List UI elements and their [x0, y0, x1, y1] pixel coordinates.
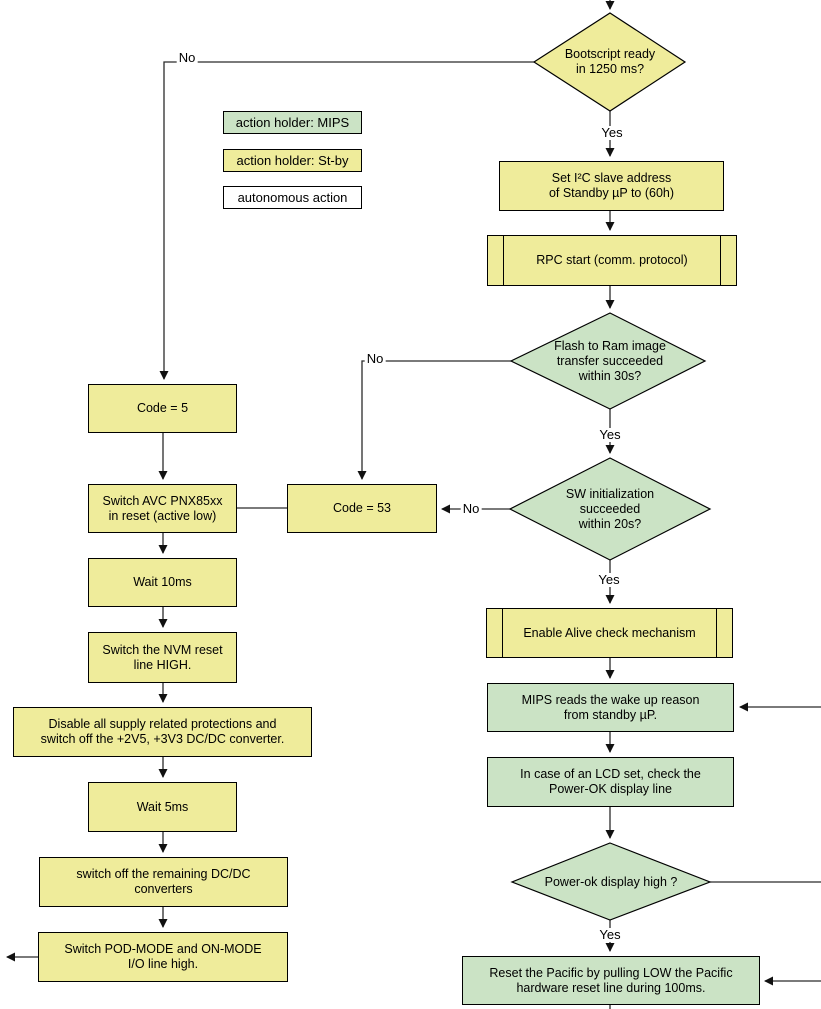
process-enable-alive-label: Enable Alive check mechanism	[523, 625, 696, 640]
edge-label-yes-flash: Yes	[597, 427, 623, 442]
process-code-5: Code = 5	[88, 384, 237, 433]
process-switch-off-dcdc: switch off the remaining DC/DC converter…	[39, 857, 288, 907]
process-nvm-reset-high: Switch the NVM reset line HIGH.	[88, 632, 237, 683]
process-disable-supply-protections: Disable all supply related protections a…	[13, 707, 312, 757]
decision-power-ok-display	[510, 842, 712, 921]
process-rpc-start: RPC start (comm. protocol)	[487, 235, 737, 286]
edge-label-no-bootscript: No	[176, 50, 198, 65]
connector-bootscript-no	[159, 61, 534, 380]
process-rpc-start-label: RPC start (comm. protocol)	[536, 253, 688, 267]
legend-autonomous-action: autonomous action	[223, 186, 362, 209]
edge-label-yes-bootscript: Yes	[599, 125, 625, 140]
decision-flash-to-ram	[509, 312, 707, 410]
connector-flash-no	[357, 360, 511, 480]
decision-swinit-label: SW initialization succeeded within 20s?	[565, 486, 655, 531]
edge-label-no-swinit: No	[460, 501, 482, 516]
decision-sw-initialization	[508, 457, 712, 561]
process-switch-avc-reset: Switch AVC PNX85xx in reset (active low)	[88, 484, 237, 533]
process-wait-5ms: Wait 5ms	[88, 782, 237, 832]
process-reset-pacific: Reset the Pacific by pulling LOW the Pac…	[462, 956, 760, 1005]
process-pod-mode-high: Switch POD-MODE and ON-MODE I/O line hig…	[38, 932, 288, 982]
decision-bootscript-label: Bootscript ready in 1250 ms?	[564, 47, 656, 76]
process-code-53: Code = 53	[287, 484, 437, 533]
process-mips-reads-wakeup: MIPS reads the wake up reason from stand…	[487, 683, 734, 732]
decision-powerok-label: Power-ok display high ?	[544, 874, 678, 889]
decision-bootscript-ready	[532, 12, 687, 112]
process-wait-10ms: Wait 10ms	[88, 558, 237, 607]
edge-label-no-flash: No	[364, 351, 386, 366]
legend-action-holder-stby: action holder: St-by	[223, 149, 362, 172]
process-set-i2c-address: Set I²C slave address of Standby µP to (…	[499, 161, 724, 211]
legend-action-holder-mips: action holder: MIPS	[223, 111, 362, 134]
edge-label-yes-swinit: Yes	[596, 572, 622, 587]
edge-label-yes-powerok: Yes	[597, 927, 623, 942]
decision-flash-label: Flash to Ram image transfer succeeded wi…	[554, 338, 666, 383]
process-enable-alive-check: Enable Alive check mechanism	[486, 608, 733, 658]
process-lcd-power-ok-check: In case of an LCD set, check the Power-O…	[487, 757, 734, 807]
